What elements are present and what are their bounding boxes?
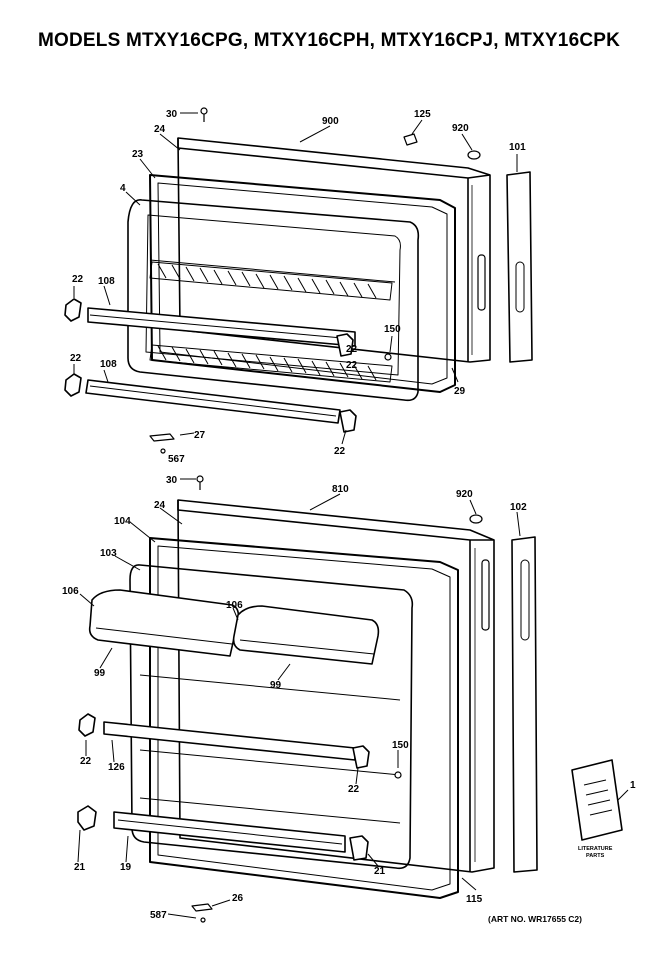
label-27: 27 (194, 430, 206, 441)
label-104: 104 (114, 516, 131, 527)
leader-lines (73, 112, 629, 919)
label-103: 103 (100, 548, 117, 559)
freezer-handle-side (477, 254, 486, 311)
label-24-top: 24 (154, 124, 166, 135)
freezer-shelf-rack-lower (149, 344, 393, 383)
label-150-bot: 150 (392, 740, 409, 751)
small-parts-top (149, 107, 481, 490)
label-125: 125 (414, 109, 431, 120)
art-number: (ART NO. WR17655 C2) (488, 914, 582, 924)
page-title: MODELS MTXY16CPG, MTXY16CPH, MTXY16CPJ, … (38, 30, 621, 51)
door-bin-99-right (232, 605, 380, 665)
label-810: 810 (332, 484, 349, 495)
door-shelf-bar-19 (113, 811, 346, 853)
label-102: 102 (510, 502, 527, 513)
label-22-c: 22 (346, 344, 358, 355)
label-22-f: 22 (80, 756, 92, 767)
freezer-trim-strip-101 (506, 171, 533, 363)
label-150-top: 150 (384, 324, 401, 335)
label-24-mid: 24 (154, 500, 166, 511)
label-920-mid: 920 (456, 489, 473, 500)
label-126: 126 (108, 762, 125, 773)
label-22-b: 22 (70, 353, 82, 364)
label-30-mid: 30 (166, 475, 178, 486)
freezer-door-gasket (149, 174, 456, 393)
label-920-top: 920 (452, 123, 469, 134)
label-106-b: 106 (226, 600, 243, 611)
label-101: 101 (509, 142, 526, 153)
bracket-22-icon (64, 298, 357, 433)
label-1: 1 (630, 780, 636, 791)
freezer-shelf-rack-upper (149, 261, 393, 301)
fresh-food-handle-side (481, 559, 490, 631)
label-22-a: 22 (72, 274, 84, 285)
label-22-e: 22 (334, 446, 346, 457)
literature-label-line2: PARTS (586, 853, 605, 859)
label-108-b: 108 (100, 359, 117, 370)
door-shelf-bar-126 (103, 721, 356, 761)
label-900: 900 (322, 116, 339, 127)
label-22-d: 22 (346, 360, 358, 371)
label-108-a: 108 (98, 276, 115, 287)
fresh-food-door-liner (129, 564, 414, 870)
label-21-b: 21 (374, 866, 386, 877)
label-4: 4 (120, 183, 126, 194)
literature-booklet-icon (571, 759, 623, 841)
fresh-food-trim-strip-102 (511, 536, 538, 873)
label-29: 29 (454, 386, 466, 397)
label-567-top: 567 (168, 454, 185, 465)
label-30-top: 30 (166, 109, 178, 120)
label-26: 26 (232, 893, 244, 904)
literature-label-line1: LITERATURE (578, 846, 613, 852)
fresh-food-door-outer-panel (177, 499, 495, 873)
fresh-food-door-gasket (149, 537, 459, 899)
door-shelf-bar-108-lower (85, 379, 341, 424)
bracket-21-icon (77, 713, 370, 861)
label-23: 23 (132, 149, 144, 160)
label-19: 19 (120, 862, 132, 873)
freezer-door-liner (127, 199, 420, 402)
door-bin-99-left (88, 589, 240, 657)
small-parts-bottom (191, 514, 483, 923)
label-21-a: 21 (74, 862, 86, 873)
label-587: 587 (150, 910, 167, 921)
label-99-a: 99 (94, 668, 106, 679)
label-115: 115 (466, 894, 483, 905)
label-106-a: 106 (62, 586, 79, 597)
door-shelf-bar-108-upper (87, 307, 356, 347)
label-99-b: 99 (270, 680, 282, 691)
label-22-g: 22 (348, 784, 360, 795)
part-number-labels: 30 900 125 920 101 24 23 4 22 108 22 108… (62, 109, 636, 921)
